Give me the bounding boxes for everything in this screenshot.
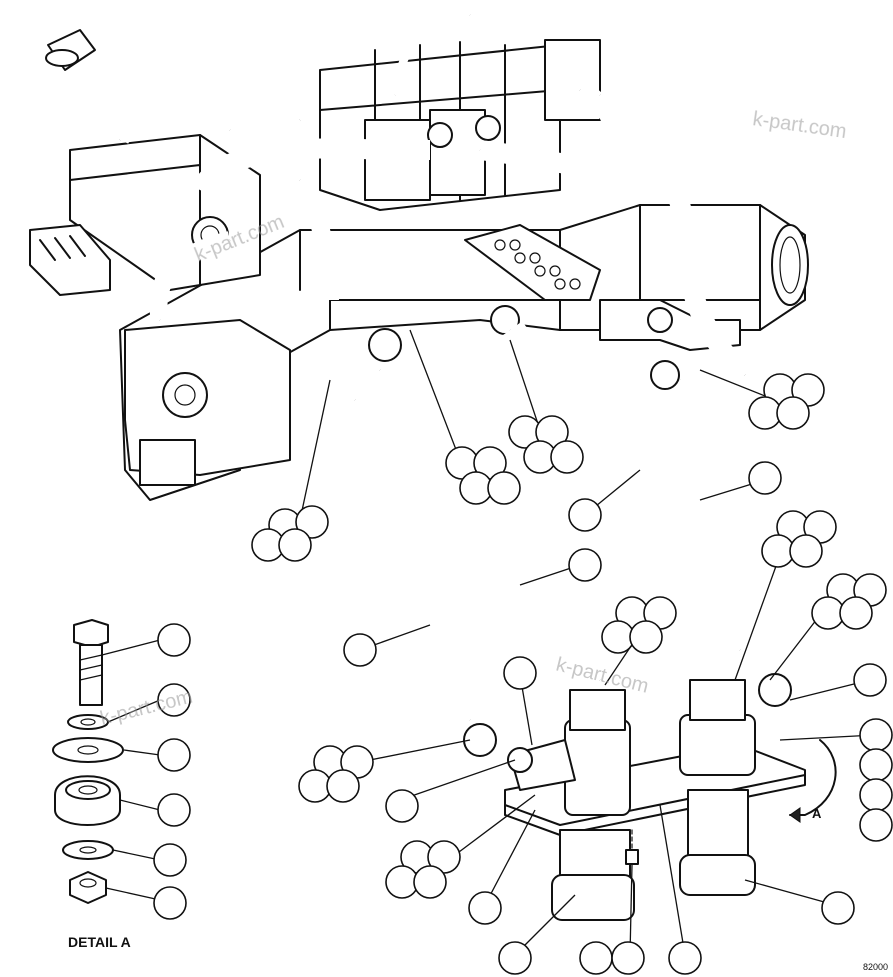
callout-balloon — [668, 941, 702, 975]
callout-balloon — [789, 534, 823, 568]
detail-a — [52, 619, 124, 904]
callout-balloon — [503, 656, 537, 690]
callout-balloon — [385, 789, 419, 823]
view-arrow-a: A — [789, 739, 837, 823]
callout-balloons — [153, 373, 893, 975]
callout-balloon — [498, 941, 532, 975]
view-arrow-label: A — [812, 806, 822, 821]
callout-balloon — [859, 748, 893, 782]
callout-balloon — [568, 498, 602, 532]
callout-balloon — [157, 623, 191, 657]
callout-balloon — [853, 663, 887, 697]
callout-balloon — [629, 620, 663, 654]
upper-hoses — [45, 10, 753, 383]
callout-balloon — [157, 738, 191, 772]
callout-balloon — [550, 440, 584, 474]
callout-balloon — [568, 548, 602, 582]
detail-label: DETAIL A — [68, 934, 131, 950]
callout-balloon — [748, 461, 782, 495]
callout-balloon — [468, 891, 502, 925]
callout-balloon — [157, 683, 191, 717]
callout-balloon — [821, 891, 855, 925]
plate-holes — [494, 239, 581, 290]
callout-balloon — [579, 941, 613, 975]
callout-balloon — [776, 396, 810, 430]
filter-assembly — [504, 679, 806, 921]
long-hoses — [340, 321, 792, 757]
callout-balloon — [839, 596, 873, 630]
callout-balloon — [153, 886, 187, 920]
callout-balloon — [326, 769, 360, 803]
figure-code: 82000 — [863, 962, 888, 972]
callout-balloon — [859, 718, 893, 752]
callout-balloon — [859, 778, 893, 812]
rotation-arrow-icon — [789, 739, 837, 816]
watermark: k-part.com — [98, 686, 195, 730]
callout-balloon — [413, 865, 447, 899]
callout-balloon — [343, 633, 377, 667]
callout-balloon — [295, 505, 329, 539]
callout-balloon — [487, 471, 521, 505]
callout-balloon — [859, 808, 893, 842]
callout-balloon — [611, 941, 645, 975]
callout-balloon — [278, 528, 312, 562]
callout-balloon — [157, 793, 191, 827]
watermark: k-part.com — [751, 108, 848, 143]
callout-balloon — [153, 843, 187, 877]
